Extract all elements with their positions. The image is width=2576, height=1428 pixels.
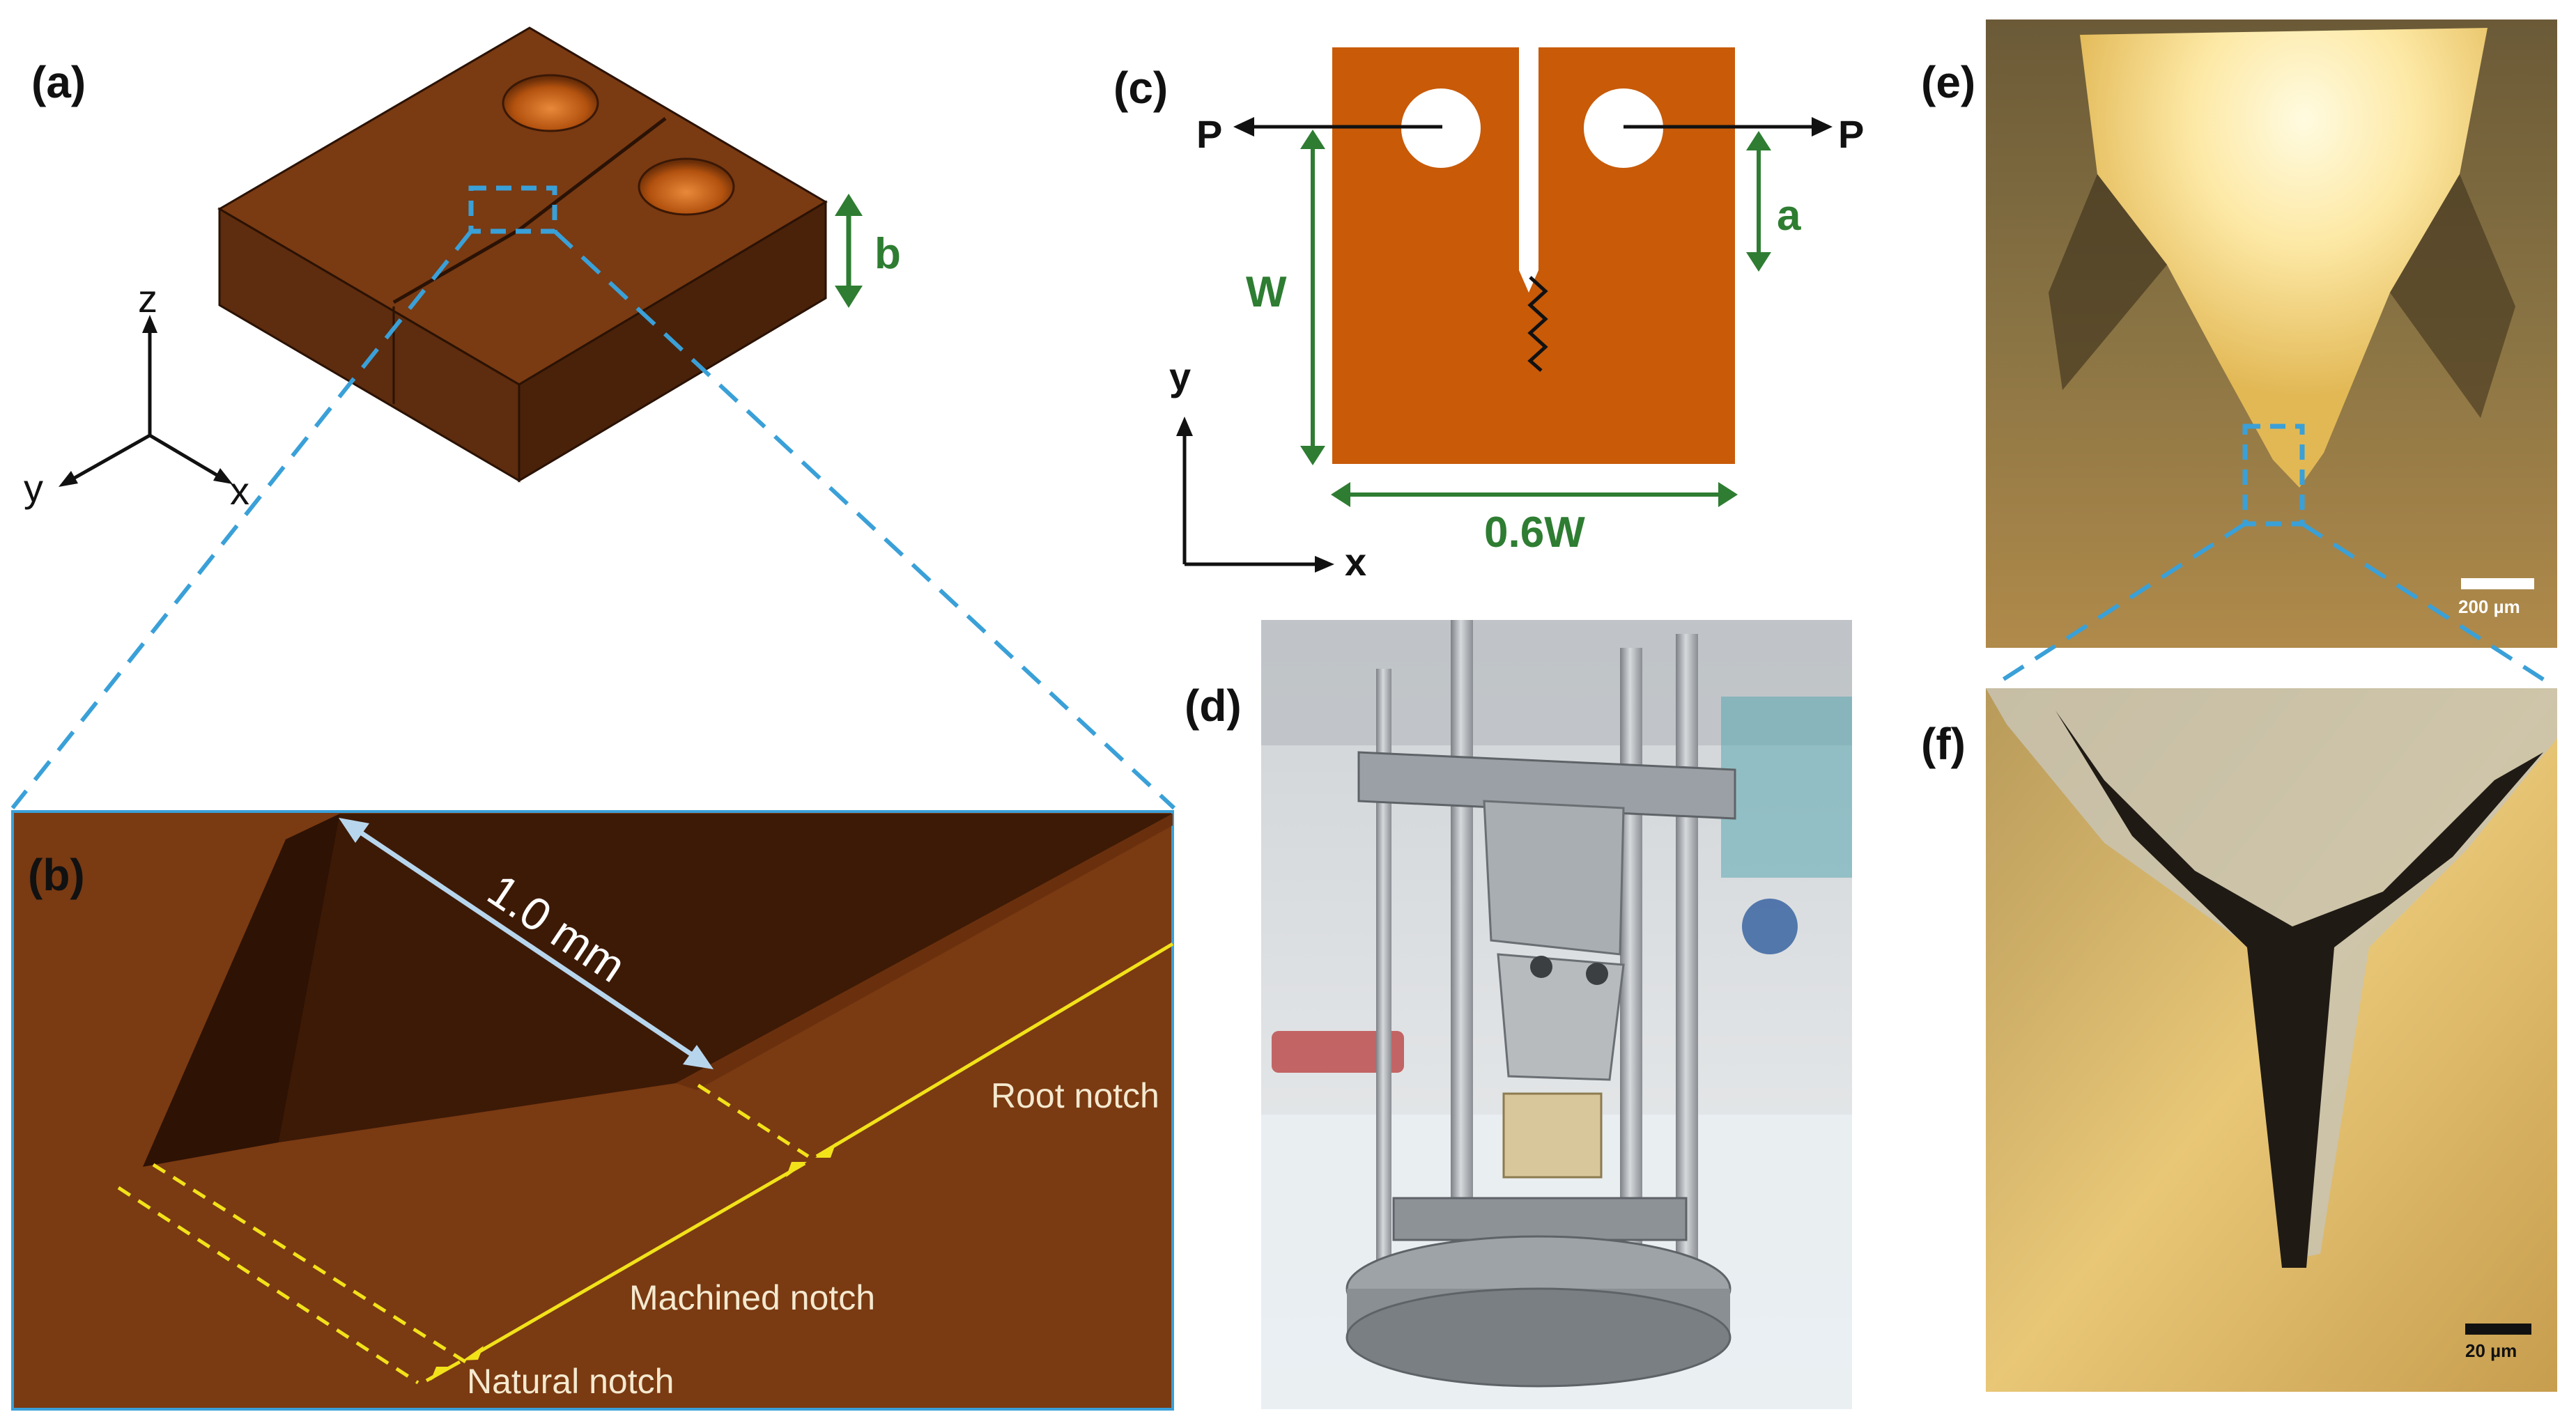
callout-box-e — [2242, 424, 2305, 527]
panel-c: (c) P P W a 0.6W y x — [1113, 43, 1864, 584]
scale-label-f: 20 µm — [2465, 1340, 2517, 1361]
notch-face — [279, 814, 1173, 1142]
scale-bar-e — [2461, 578, 2534, 589]
scale-bar-f — [2465, 1324, 2531, 1335]
thickness-label: b — [874, 230, 901, 278]
crack-path — [1527, 276, 1548, 372]
machined-notch-label: Machined notch — [629, 1278, 875, 1317]
rod-4 — [1676, 634, 1698, 1268]
width-label: W — [1246, 268, 1287, 316]
notch-lines: Root notch Machined notch Natural notch — [117, 942, 1174, 1401]
callout-box-a — [468, 185, 557, 234]
bottom-plate — [1392, 1197, 1688, 1241]
panel-c-label: (c) — [1113, 63, 1168, 113]
machined-notch-line — [472, 1161, 806, 1357]
grip-jaw — [1497, 953, 1625, 1081]
rod-3 — [1620, 648, 1642, 1268]
panel-d-label: (d) — [1185, 681, 1242, 731]
crack-tip — [2056, 711, 2543, 1268]
panel-a-label: (a) — [31, 57, 86, 107]
notch-cavity — [2080, 28, 2488, 488]
natural-notch-label: Natural notch — [467, 1362, 674, 1401]
span-label: 0.6W — [1484, 509, 1585, 557]
panel-e: (e) 200 µm — [1921, 20, 2557, 688]
rod-2 — [1451, 620, 1473, 1268]
root-notch-label: Root notch — [991, 1076, 1159, 1115]
crack-length-label: a — [1777, 192, 1801, 240]
rod-1 — [1376, 669, 1391, 1275]
load-left-label: P — [1196, 112, 1222, 156]
callout-line-right — [553, 229, 1176, 810]
notch-edge — [676, 814, 1173, 1090]
hole-right — [638, 157, 735, 216]
specimen-block — [217, 26, 828, 483]
grip-block — [1483, 800, 1625, 956]
axis-x-label: x — [230, 469, 249, 513]
ct-notch-slot — [1519, 43, 1538, 270]
panel-b-label: (b) — [28, 850, 85, 900]
axis-z-label: z — [138, 277, 157, 320]
top-plate — [1357, 751, 1736, 820]
panel-e-label: (e) — [1921, 57, 1975, 107]
panel-f: (f) 20 µm — [1921, 688, 2557, 1392]
axis-y-label: y — [24, 466, 43, 510]
panel-f-label: (f) — [1921, 719, 1966, 769]
c-axis-x-label: x — [1345, 540, 1366, 584]
axes-triad: z y x — [24, 277, 249, 513]
thickness-dimension: b — [835, 194, 901, 308]
notch-wall — [143, 814, 340, 1167]
c-axis-y-label: y — [1169, 355, 1191, 398]
callout-line-left — [10, 230, 473, 809]
panel-d: (d) — [1185, 620, 1852, 1409]
specimen-holder — [1502, 1092, 1603, 1179]
scale-label-e: 200 µm — [2458, 596, 2520, 617]
panel-b: (b) 1.0 mm Root notch Machined notch Nat… — [11, 810, 1174, 1411]
root-notch-line — [815, 942, 1174, 1158]
load-right-label: P — [1838, 112, 1864, 156]
hole-left — [502, 74, 599, 132]
panel-a: (a) b z y — [10, 26, 1176, 810]
